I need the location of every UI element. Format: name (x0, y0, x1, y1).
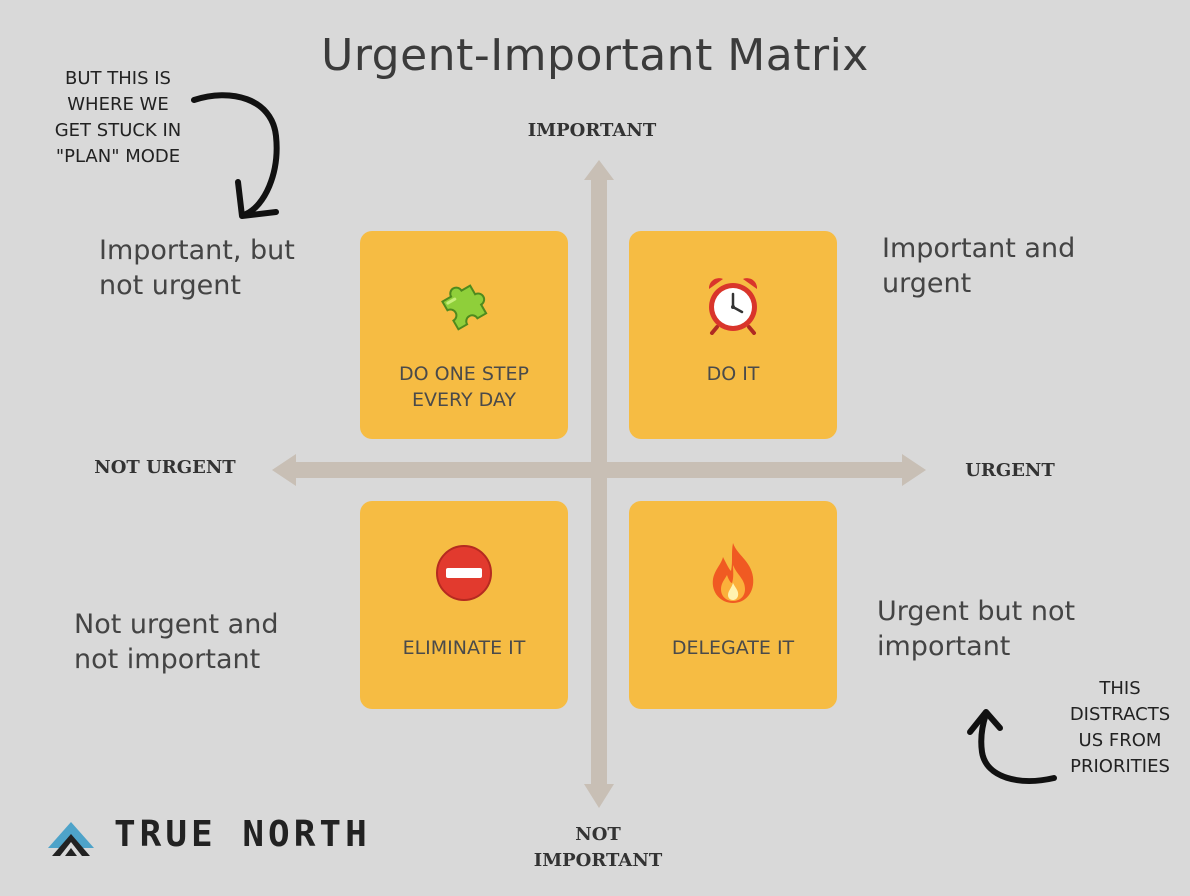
axis-label-not-important-line2: IMPORTANT (533, 850, 663, 871)
note-distracts: THIS DISTRACTS US FROM PRIORITIES (1052, 676, 1188, 780)
page-title: Urgent-Important Matrix (321, 30, 869, 81)
up-arrow-head (584, 160, 614, 180)
note-distracts-line3: US FROM (1078, 730, 1162, 751)
desc-not-urgent-not-important: Not urgent and not important (74, 607, 278, 677)
quadrant-do-one-step-line2: EVERY DAY (411, 389, 517, 411)
note-plan-mode: BUT THIS IS WHERE WE GET STUCK IN "PLAN"… (30, 66, 206, 170)
down-arrow-head (584, 784, 614, 808)
quadrant-delegate-it: DELEGATE IT (629, 501, 837, 709)
quadrant-eliminate-it: ELIMINATE IT (360, 501, 568, 709)
vertical-axis-line (591, 176, 607, 788)
note-plan-mode-line1: BUT THIS IS (65, 68, 171, 89)
alarm-clock-icon (701, 271, 765, 335)
left-arrow-head (272, 454, 296, 486)
note-distracts-line4: PRIORITIES (1070, 756, 1170, 777)
no-entry-icon (434, 541, 494, 605)
note-distracts-line2: DISTRACTS (1069, 704, 1171, 725)
quadrant-do-it: DO IT (629, 231, 837, 439)
desc-not-urgent-not-important-line2: not important (74, 644, 261, 675)
axis-label-urgent: URGENT (965, 460, 1055, 481)
axis-label-not-urgent: NOT URGENT (94, 457, 236, 478)
desc-urgent-not-important-line2: important (877, 631, 1011, 662)
desc-urgent-not-important: Urgent but not important (877, 594, 1075, 664)
note-plan-mode-line4: "PLAN" MODE (55, 146, 181, 167)
brand-name: TRUE NORTH (114, 814, 371, 855)
desc-not-urgent-not-important-line1: Not urgent and (74, 609, 279, 640)
axis-label-important: IMPORTANT (527, 120, 657, 141)
fire-icon (703, 541, 763, 605)
desc-important-and-urgent: Important and urgent (882, 231, 1075, 301)
desc-important-not-urgent-line2: not urgent (99, 270, 241, 301)
note-plan-mode-line3: GET STUCK IN (54, 120, 182, 141)
mountain-logo-icon (48, 822, 94, 856)
desc-important-and-urgent-line1: Important and (882, 233, 1076, 264)
curved-arrow-down-icon (191, 92, 280, 219)
axis-label-not-important: NOT IMPORTANT (510, 822, 686, 874)
quadrant-do-one-step: DO ONE STEP EVERY DAY (360, 231, 568, 439)
desc-important-and-urgent-line2: urgent (882, 268, 972, 299)
quadrant-eliminate-it-label: ELIMINATE IT (402, 637, 526, 659)
horizontal-axis-line (292, 462, 906, 478)
right-arrow-head (902, 454, 926, 486)
puzzle-piece-icon (432, 271, 496, 335)
axis-label-not-important-line1: NOT (575, 824, 621, 845)
desc-important-not-urgent: Important, but not urgent (99, 233, 295, 303)
desc-important-not-urgent-line1: Important, but (99, 235, 295, 266)
quadrant-do-it-label: DO IT (706, 363, 760, 385)
curved-arrow-up-icon (967, 709, 1057, 784)
desc-urgent-not-important-line1: Urgent but not (877, 596, 1076, 627)
note-plan-mode-line2: WHERE WE (67, 94, 169, 115)
note-distracts-line1: THIS (1099, 678, 1141, 699)
quadrant-delegate-it-label: DELEGATE IT (671, 637, 795, 659)
quadrant-do-one-step-line1: DO ONE STEP (399, 363, 529, 385)
